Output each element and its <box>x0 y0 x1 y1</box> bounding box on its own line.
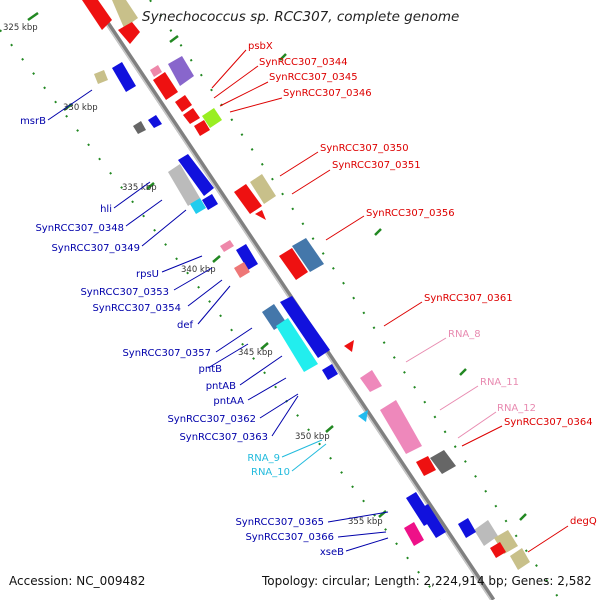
gene-feature <box>220 240 234 252</box>
gene-feature <box>250 174 276 204</box>
gene-feature <box>94 70 108 84</box>
gene-feature <box>168 56 194 86</box>
label-pntAA: pntAA <box>213 396 244 407</box>
label-pntB: pntB <box>199 364 223 375</box>
label-SynRCC307_0362: SynRCC307_0362 <box>167 414 256 425</box>
tick-350: 350 kbp <box>295 432 330 442</box>
gene-feature <box>133 121 146 134</box>
gene-feature <box>418 504 446 538</box>
map-title: Synechococcus sp. RCC307, complete genom… <box>142 9 460 25</box>
label-SynRCC307_0345: SynRCC307_0345 <box>269 72 358 83</box>
gene-feature <box>112 62 136 92</box>
reverse-label-group: msrB hli SynRCC307_0348 SynRCC307_0349 r… <box>20 116 344 558</box>
gene-feature <box>118 22 140 44</box>
gene-feature <box>322 364 338 380</box>
forward-label-group: psbX SynRCC307_0344 SynRCC307_0345 SynRC… <box>248 41 597 527</box>
rna-label-group-left: RNA_9 RNA_10 <box>247 453 290 478</box>
tick-marks <box>27 11 527 521</box>
label-xseB: xseB <box>320 547 344 558</box>
gene-feature <box>458 518 476 538</box>
reverse-genes <box>94 62 476 546</box>
label-RNA_11: RNA_11 <box>480 377 519 388</box>
tick-340: 340 kbp <box>181 265 216 275</box>
gene-feature <box>82 0 112 30</box>
gene-feature <box>292 238 324 272</box>
accession-text: Accession: NC_009482 <box>9 574 146 588</box>
forward-genes <box>82 0 530 570</box>
label-RNA_9: RNA_9 <box>247 453 280 464</box>
tick-335: 335 kbp <box>122 183 157 193</box>
tick-345: 345 kbp <box>238 348 273 358</box>
gene-feature <box>276 318 318 372</box>
gene-feature <box>360 370 382 392</box>
label-SynRCC307_0351: SynRCC307_0351 <box>332 160 421 171</box>
rna-label-group-right: RNA_8 RNA_11 RNA_12 <box>448 329 536 414</box>
label-pntAB: pntAB <box>206 381 236 392</box>
reverse-leaders <box>47 89 389 552</box>
label-msrB: msrB <box>20 116 46 127</box>
gene-feature <box>255 210 266 220</box>
label-SynRCC307_0361: SynRCC307_0361 <box>424 293 513 304</box>
gene-feature <box>344 340 354 352</box>
gene-feature <box>494 530 518 554</box>
gene-feature <box>112 0 138 28</box>
gene-feature <box>474 520 498 546</box>
label-def: def <box>177 320 194 331</box>
gene-feature <box>168 164 200 206</box>
gene-feature <box>280 296 330 358</box>
gene-feature <box>279 248 308 280</box>
gene-feature <box>510 548 530 570</box>
gene-feature <box>416 456 436 476</box>
label-rpsU: rpsU <box>136 269 159 280</box>
gene-feature <box>404 522 424 546</box>
label-SynRCC307_0364: SynRCC307_0364 <box>504 417 593 428</box>
label-SynRCC307_0349: SynRCC307_0349 <box>51 243 140 254</box>
ring-inner-left <box>0 29 441 600</box>
gene-feature <box>380 400 422 454</box>
tick-325: 325 kbp <box>3 23 38 33</box>
gene-feature <box>490 542 506 558</box>
label-degQ: degQ <box>570 516 597 527</box>
topology-text: Topology: circular; Length: 2,224,914 bp… <box>262 574 592 588</box>
rna-leaders-left <box>281 439 327 472</box>
label-SynRCC307_0366: SynRCC307_0366 <box>245 532 334 543</box>
gene-feature <box>234 262 250 278</box>
gene-feature <box>430 450 456 474</box>
label-SynRCC307_0353: SynRCC307_0353 <box>80 287 169 298</box>
gene-feature <box>148 115 162 128</box>
label-SynRCC307_0346: SynRCC307_0346 <box>283 88 372 99</box>
label-RNA_12: RNA_12 <box>497 403 536 414</box>
label-RNA_10: RNA_10 <box>251 467 290 478</box>
label-SynRCC307_0354: SynRCC307_0354 <box>92 303 181 314</box>
gene-feature <box>236 244 258 270</box>
gene-feature <box>202 108 222 128</box>
label-SynRCC307_0344: SynRCC307_0344 <box>259 57 348 68</box>
gene-feature <box>202 194 218 210</box>
gene-feature <box>150 65 162 77</box>
rna-leaders-right <box>405 337 497 439</box>
gene-feature <box>178 154 214 196</box>
gene-feature <box>175 95 192 112</box>
gene-feature <box>234 184 262 214</box>
gene-feature <box>194 120 210 136</box>
label-SynRCC307_0356: SynRCC307_0356 <box>366 208 455 219</box>
label-SynRCC307_0363: SynRCC307_0363 <box>179 432 268 443</box>
gene-feature <box>183 108 200 124</box>
label-SynRCC307_0365: SynRCC307_0365 <box>235 517 324 528</box>
label-SynRCC307_0350: SynRCC307_0350 <box>320 143 409 154</box>
gene-feature <box>153 72 178 100</box>
gene-feature <box>358 410 368 422</box>
label-psbX: psbX <box>248 41 273 52</box>
forward-leaders <box>211 49 569 553</box>
label-SynRCC307_0357: SynRCC307_0357 <box>122 348 211 359</box>
label-SynRCC307_0348: SynRCC307_0348 <box>35 223 124 234</box>
label-RNA_8: RNA_8 <box>448 329 481 340</box>
label-hli: hli <box>100 204 112 215</box>
gene-feature <box>190 198 206 214</box>
tick-330: 330 kbp <box>63 103 98 113</box>
tick-355: 355 kbp <box>348 517 383 527</box>
